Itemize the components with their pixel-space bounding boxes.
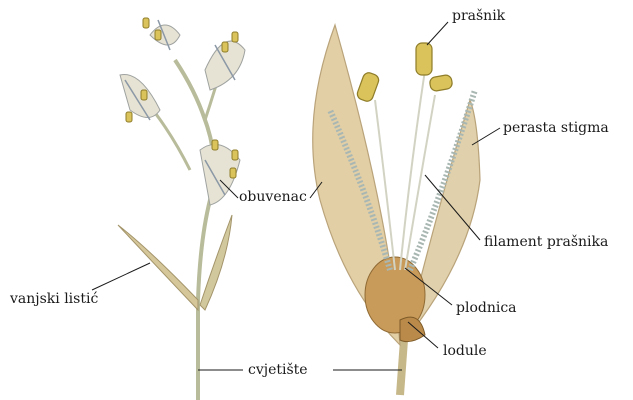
- label-plodnica: plodnica: [456, 300, 517, 316]
- anther-right: [429, 74, 453, 92]
- label-vanjski-listic: vanjski listić: [10, 291, 98, 307]
- small-anther: [232, 150, 238, 160]
- anther-left: [356, 71, 381, 103]
- small-anther: [212, 140, 218, 150]
- label-obuvenac: obuvenac: [239, 189, 307, 205]
- label-prasnik: prašnik: [452, 8, 505, 24]
- right-stem: [400, 340, 404, 395]
- label-cvjetiste: cvjetište: [248, 362, 308, 378]
- large-anthers: [356, 43, 453, 103]
- leader-vanjski-listic: [92, 263, 150, 290]
- lodicules: [400, 317, 425, 342]
- small-anther: [232, 32, 238, 42]
- label-filament-prasnika: filament prašnika: [484, 234, 608, 250]
- leader-prasnik: [427, 22, 448, 45]
- small-anther: [143, 18, 149, 28]
- left-panicle: [118, 18, 245, 400]
- outer-bract-left: [118, 225, 198, 310]
- anther-top: [416, 43, 432, 75]
- small-anther: [222, 42, 228, 52]
- label-perasta-stigma: perasta stigma: [503, 120, 609, 136]
- small-anther: [230, 168, 236, 178]
- small-anther: [141, 90, 147, 100]
- small-anther: [155, 30, 161, 40]
- small-anther: [126, 112, 132, 122]
- label-lodule: lodule: [443, 343, 487, 359]
